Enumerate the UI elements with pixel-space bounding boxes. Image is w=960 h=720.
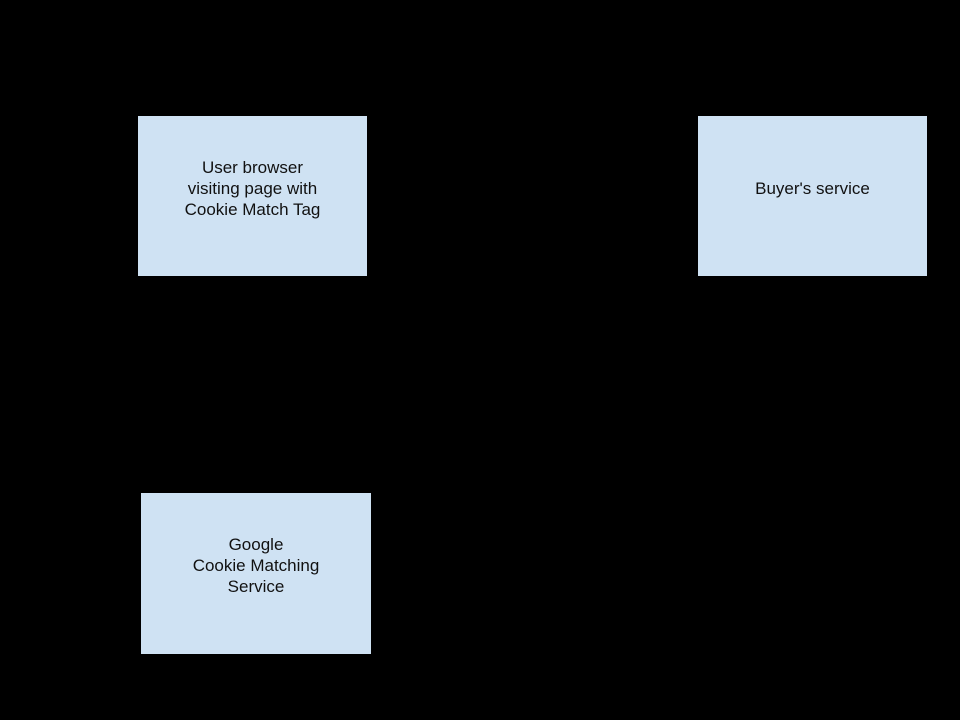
node-user-browser-line-1: User browser bbox=[201, 157, 304, 177]
node-google-cms-line-3: Service bbox=[227, 577, 285, 596]
node-google-cms-line-2: Cookie Matching bbox=[192, 556, 320, 575]
node-buyers-service: Buyer's service bbox=[697, 115, 928, 277]
node-user-browser-line-3: Cookie Match Tag bbox=[184, 199, 321, 219]
node-user-browser: User browser visiting page with Cookie M… bbox=[137, 115, 368, 277]
node-google-cms-line-1: Google bbox=[228, 535, 284, 554]
node-buyers-service-line-1: Buyer's service bbox=[755, 178, 870, 198]
node-user-browser-line-2: visiting page with bbox=[187, 178, 318, 198]
node-google-cookie-matching-service: Google Cookie Matching Service bbox=[140, 492, 372, 655]
node-user-browser-label: User browser visiting page with Cookie M… bbox=[185, 157, 321, 220]
node-buyers-service-label: Buyer's service bbox=[755, 178, 870, 199]
node-google-cookie-matching-service-label: Google Cookie Matching Service bbox=[193, 534, 320, 597]
